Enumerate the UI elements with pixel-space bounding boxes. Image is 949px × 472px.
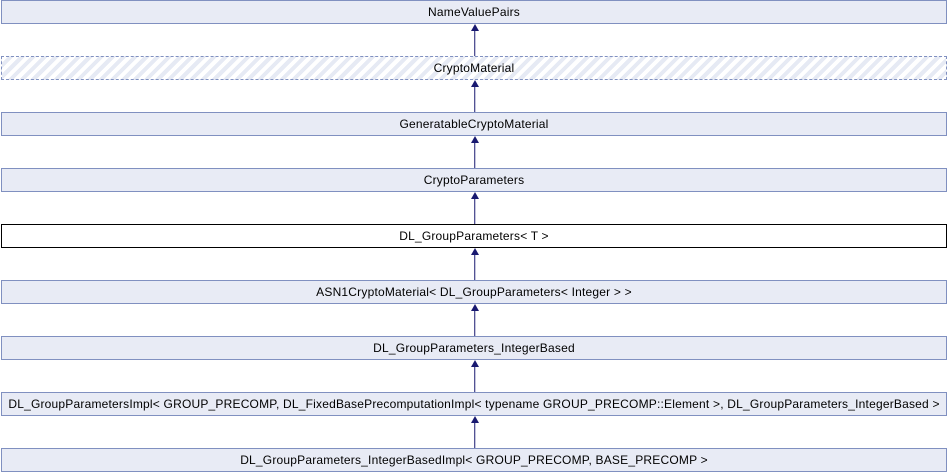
inheritance-arrow-icon [467,192,482,224]
class-node-dl-groupparameters-integerbasedimpl[interactable]: DL_GroupParameters_IntegerBasedImpl< GRO… [1,448,947,472]
inheritance-arrow-icon [467,416,482,448]
class-node-dl-groupparameters-integerbased[interactable]: DL_GroupParameters_IntegerBased [1,336,947,360]
class-node-asn1cryptomaterial[interactable]: ASN1CryptoMaterial< DL_GroupParameters< … [1,280,947,304]
inheritance-arrow-icon [467,24,482,56]
inheritance-arrow-icon [467,304,482,336]
inheritance-arrow-icon [467,136,482,168]
class-node-namevaluepairs[interactable]: NameValuePairs [1,0,947,24]
class-node-cryptomaterial[interactable]: CryptoMaterial [1,56,947,80]
class-node-generatablecryptomaterial[interactable]: GeneratableCryptoMaterial [1,112,947,136]
class-node-dl-groupparameters-current: DL_GroupParameters< T > [1,224,947,248]
inheritance-arrow-icon [467,248,482,280]
inheritance-arrow-icon [467,360,482,392]
class-node-dl-groupparametersimpl[interactable]: DL_GroupParametersImpl< GROUP_PRECOMP, D… [1,392,947,416]
inheritance-arrow-icon [467,80,482,112]
class-node-cryptoparameters[interactable]: CryptoParameters [1,168,947,192]
